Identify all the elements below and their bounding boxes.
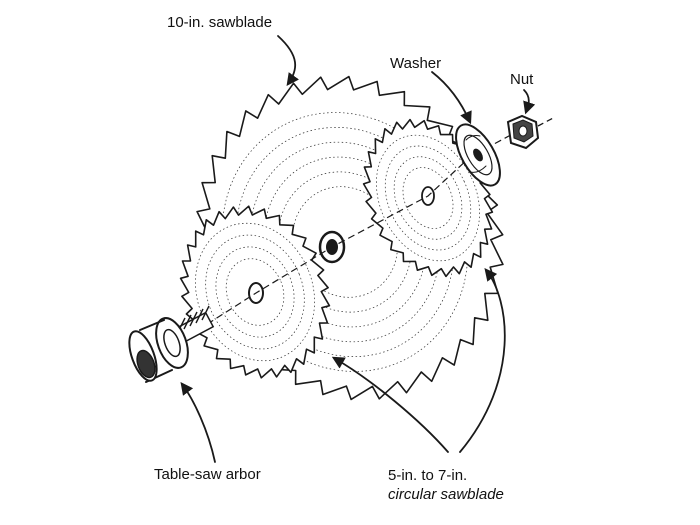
arrow-table-saw-arbor (180, 381, 216, 463)
nut-icon (506, 114, 556, 150)
arrow-washer (431, 71, 472, 125)
small-rear-sawblade-icon (362, 118, 494, 278)
label-nut: Nut (510, 71, 534, 88)
label-table-saw-arbor: Table-saw arbor (154, 466, 261, 483)
arrow-circular-front (331, 356, 449, 453)
label-circular-line2: circular sawblade (388, 486, 504, 503)
arrow-nut (523, 89, 536, 115)
arbor-icon (128, 305, 215, 383)
arrow-circular-rear (459, 268, 506, 453)
label-10in-sawblade: 10-in. sawblade (167, 14, 272, 31)
small-front-sawblade-icon (179, 205, 331, 379)
label-washer: Washer (390, 55, 441, 72)
washer-icon (455, 123, 501, 187)
leader-arrows (180, 35, 536, 463)
label-circular-line1: 5-in. to 7-in. (388, 467, 467, 484)
arrow-10in-sawblade (277, 35, 299, 87)
